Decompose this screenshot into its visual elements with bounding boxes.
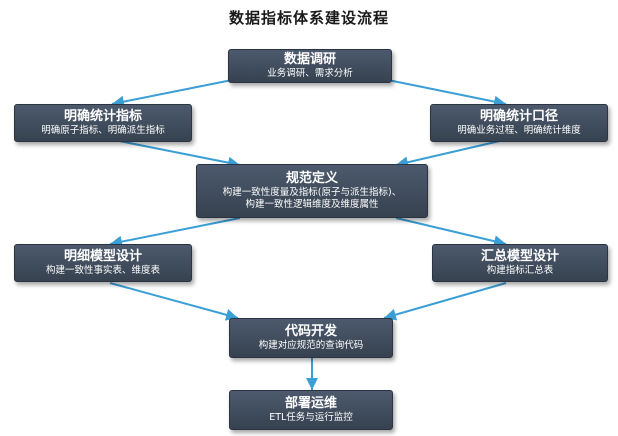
arrow-spec-to-detail: [109, 217, 241, 248]
arrow-research-to-metrics: [111, 79, 233, 108]
node-detail-model: 明细模型设计 构建一致性事实表、维度表: [14, 244, 192, 282]
node-heading: 数据调研: [283, 52, 336, 67]
node-subtitle: 明确业务过程、明确统计维度: [457, 125, 581, 136]
arrow-metrics-to-spec: [113, 139, 241, 169]
node-heading: 部署运维: [284, 396, 337, 411]
node-subtitle: 构建一致性逻辑维度及维度属性: [245, 199, 379, 210]
arrow-detail-to-code: [109, 282, 239, 321]
arrow-caliber-to-spec: [395, 139, 505, 169]
node-summary-model: 汇总模型设计 构建指标汇总表: [432, 244, 608, 282]
diagram-title: 数据指标体系建设流程: [228, 9, 389, 27]
node-subtitle: 构建对应规范的查询代码: [258, 340, 364, 351]
node-subtitle: ETL任务与运行监控: [269, 412, 353, 423]
node-heading: 规范定义: [285, 171, 338, 186]
node-spec-definition: 规范定义 构建一致性度量及指标(原子与派生指标)、 构建一致性逻辑维度及维度属性: [196, 164, 428, 218]
node-define-metrics: 明确统计指标 明确原子指标、明确派生指标: [14, 104, 192, 142]
node-code-development: 代码开发 构建对应规范的查询代码: [229, 318, 393, 358]
node-heading: 明确统计指标: [63, 109, 142, 124]
node-subtitle: 业务调研、需求分析: [267, 68, 353, 79]
node-subtitle: 构建一致性度量及指标(原子与派生指标)、: [222, 187, 402, 198]
node-subtitle: 构建指标汇总表: [486, 265, 554, 276]
node-subtitle: 明确原子指标、明确派生指标: [41, 125, 165, 136]
node-heading: 汇总模型设计: [480, 249, 559, 264]
node-subtitle: 构建一致性事实表、维度表: [45, 265, 160, 276]
node-deploy-ops: 部署运维 ETL任务与运行监控: [229, 390, 393, 430]
arrow-summary-to-code: [383, 282, 507, 321]
node-heading: 明细模型设计: [63, 249, 142, 264]
node-data-research: 数据调研 业务调研、需求分析: [228, 49, 392, 83]
node-heading: 代码开发: [284, 324, 337, 339]
node-define-caliber: 明确统计口径 明确业务过程、明确统计维度: [430, 104, 608, 142]
node-heading: 明确统计口径: [479, 109, 558, 124]
arrow-research-to-caliber: [387, 79, 507, 108]
arrow-spec-to-summary: [395, 217, 507, 248]
